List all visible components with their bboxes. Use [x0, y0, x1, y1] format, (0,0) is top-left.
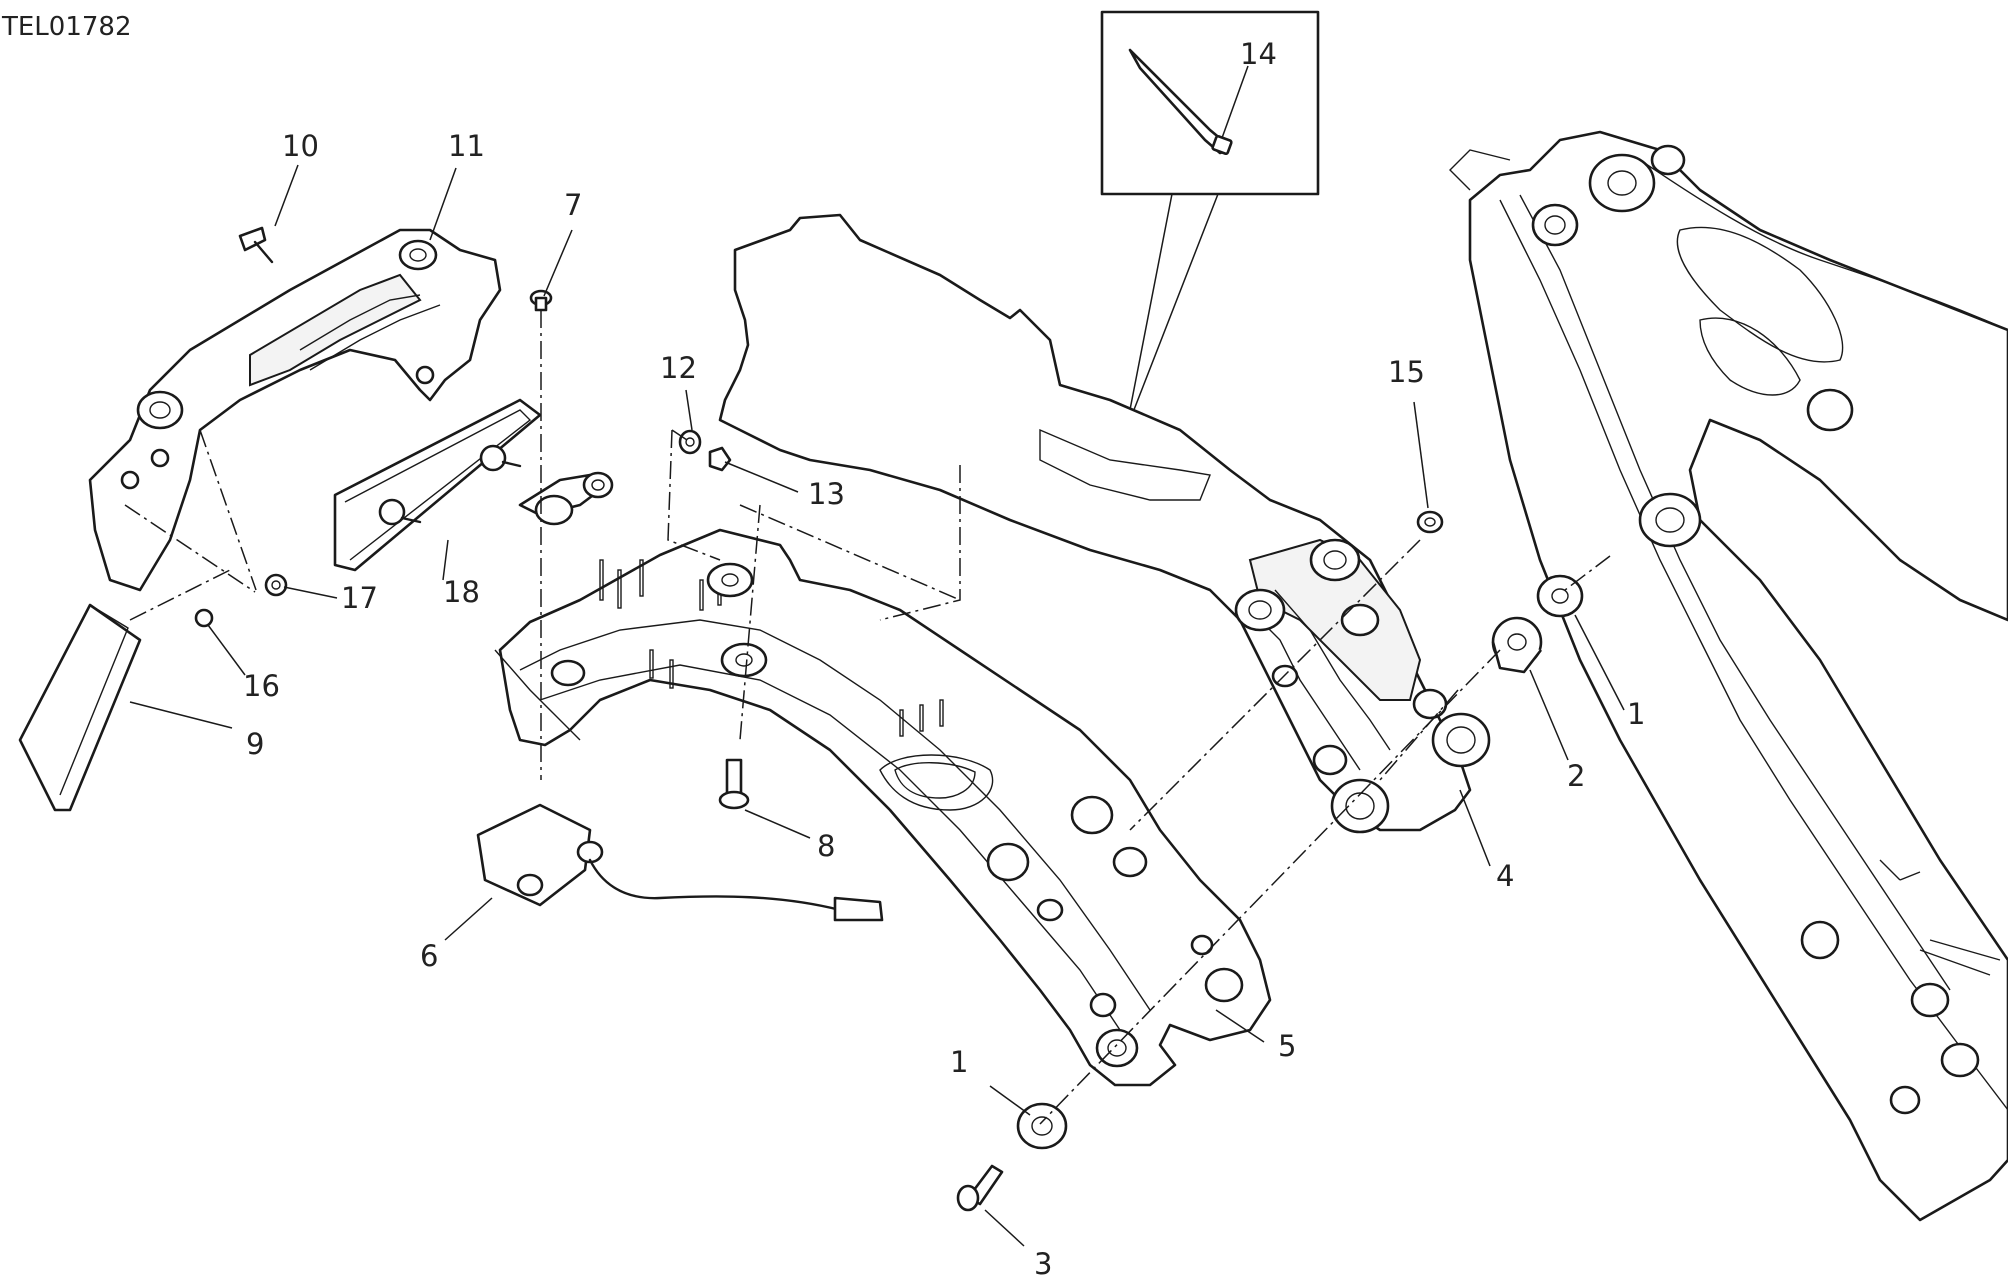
- callout-15: 15: [1388, 355, 1425, 389]
- light-unit-part: [476, 803, 884, 922]
- callout-13: 13: [808, 477, 845, 511]
- rear-light-part: [333, 398, 542, 572]
- leader-lines: [129, 164, 1625, 1247]
- inset-box: [1100, 10, 1320, 421]
- callout-14: 14: [1240, 37, 1277, 71]
- callout-8: 8: [817, 829, 836, 863]
- callout-12: 12: [660, 351, 697, 385]
- callout-7: 7: [564, 188, 583, 222]
- reflector-part: [18, 603, 142, 812]
- assembly-lines: [124, 310, 1611, 1125]
- callout-17: 17: [341, 581, 378, 615]
- callout-16: 16: [243, 669, 280, 703]
- callout-18: 18: [443, 575, 480, 609]
- callout-1-right: 1: [1627, 697, 1646, 731]
- callout-6: 6: [420, 939, 439, 973]
- undertray-part: [718, 213, 1491, 834]
- callout-4: 4: [1496, 859, 1515, 893]
- callout-2: 2: [1567, 759, 1586, 793]
- diagram-code: TEL01782: [2, 12, 132, 42]
- callout-9: 9: [246, 727, 265, 761]
- callout-5: 5: [1278, 1029, 1297, 1063]
- callout-11: 11: [448, 129, 485, 163]
- callout-10: 10: [282, 129, 319, 163]
- frame-part: [1449, 130, 2008, 1222]
- callout-3: 3: [1034, 1247, 1053, 1281]
- callout-1-lower: 1: [950, 1045, 969, 1079]
- subframe-part: [494, 471, 1272, 1087]
- plate-holder-part: [88, 228, 502, 592]
- fastener-parts: [194, 226, 1584, 1212]
